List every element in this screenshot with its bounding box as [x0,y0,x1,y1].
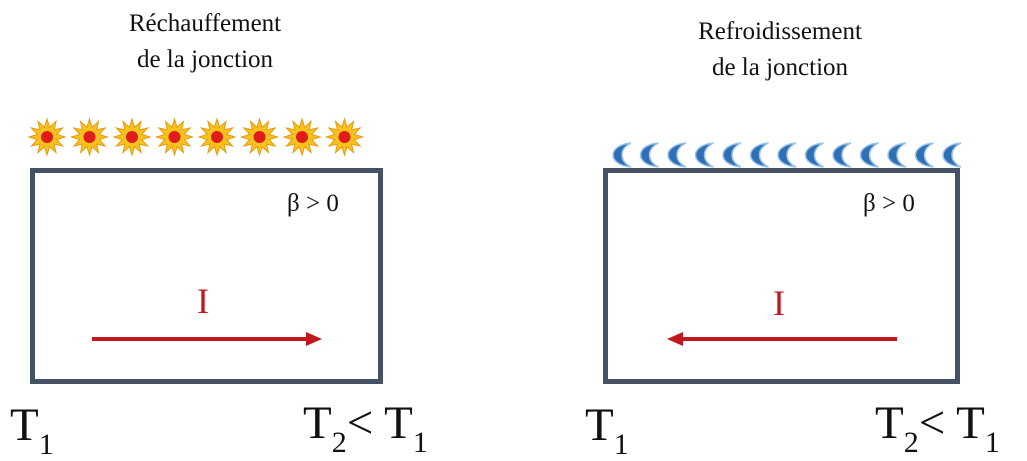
heating-junction-box [30,168,383,384]
sun-icon [27,117,67,157]
cooling-temp-t2-relation: T2< T1 [875,397,1000,459]
cold-wave-icon [667,142,687,168]
cold-wave-icon [859,142,879,168]
cold-wave-icon [832,142,852,168]
cooling-caption: Refroidissement de la jonction [665,14,895,86]
sun-icon [239,117,280,157]
heating-temp-t1: T1 [10,399,54,461]
sun-icon [197,117,237,157]
cold-wave-icon [777,142,797,168]
cold-wave-icon-row [612,142,962,168]
cold-wave-icon [942,142,962,168]
cold-wave-icon [612,142,632,168]
heating-current-arrow [92,332,322,346]
cooling-panel: Refroidissement de la jonction β > 0 I T… [520,0,1027,461]
cooling-beta-label: β > 0 [863,190,915,217]
cooling-caption-line1: Refroidissement [698,18,862,45]
heating-beta-label: β > 0 [287,190,339,217]
cooling-junction-box [603,168,960,384]
sun-icon [69,117,110,157]
cooling-current-label: I [773,283,785,323]
cold-wave-icon [887,142,907,168]
heating-caption-line1: Réchauffement [128,10,282,37]
cooling-current-arrow [667,332,897,346]
heating-panel: Réchauffement de la jonction β > 0 I T1 … [0,0,510,461]
sun-icon-row [27,117,365,157]
cold-wave-icon [804,142,824,168]
sun-icon [112,117,152,157]
cooling-caption-line2: de la jonction [711,54,849,81]
heating-temp-t2-relation: T2< T1 [303,397,428,459]
cooling-temp-t1: T1 [585,399,629,461]
heating-current-label: I [197,281,209,321]
sun-icon [282,117,322,157]
cold-wave-icon [914,142,934,168]
cold-wave-icon [722,142,742,168]
heating-caption-line2: de la jonction [136,46,274,73]
sun-icon [324,117,365,157]
cold-wave-icon [694,142,714,168]
cold-wave-icon [639,142,659,168]
heating-caption: Réchauffement de la jonction [100,6,310,78]
cold-wave-icon [749,142,769,168]
sun-icon [154,117,195,157]
